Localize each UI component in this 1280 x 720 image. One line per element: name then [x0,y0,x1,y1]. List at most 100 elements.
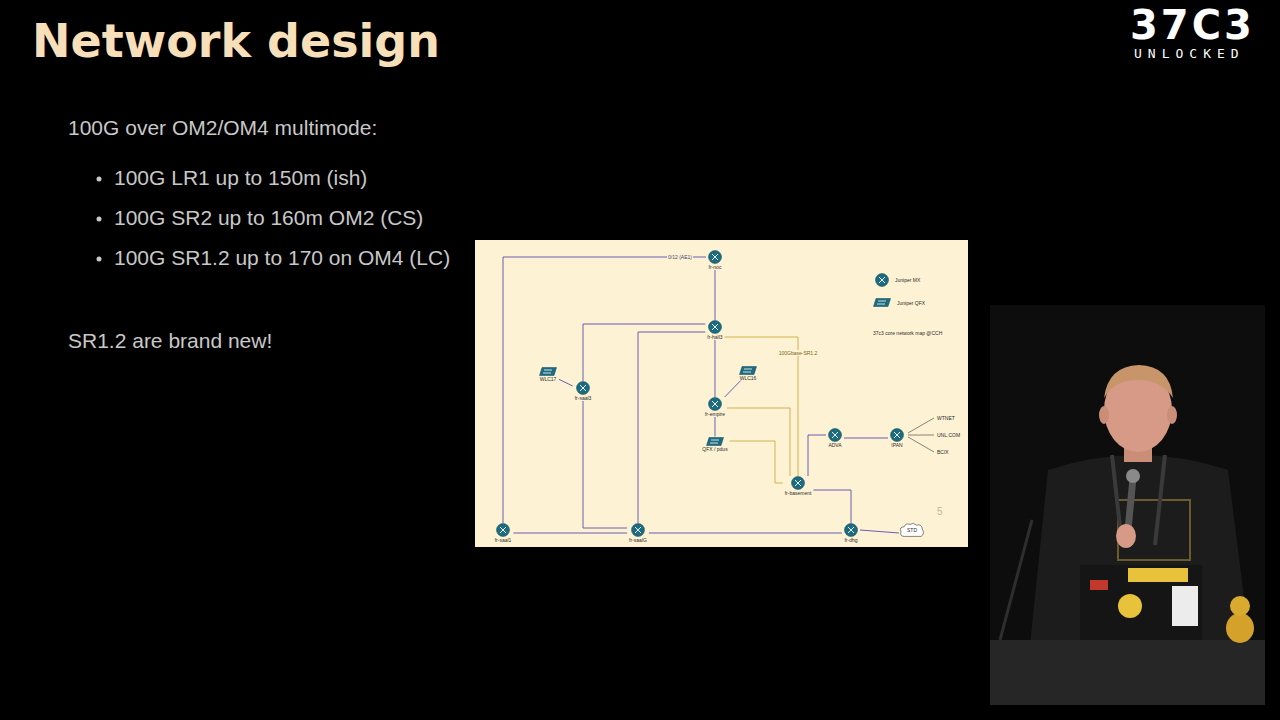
router-body [829,429,842,442]
switch-node: QFX / pdus [700,437,729,452]
bullet-dot [97,257,102,262]
switch-body [740,366,757,374]
slide-text: 100G over OM2/OM4 multimode: [68,116,377,140]
router-arrows [848,527,854,533]
router-arrows [894,432,900,438]
router-arrows [879,277,885,283]
microphone [1128,478,1133,530]
link-line [583,401,627,528]
router-icon [708,397,722,411]
switch-arrows [543,370,552,373]
router-node: fr-empire [703,397,727,417]
router-body [708,321,721,334]
router-node: ADVA [826,428,844,448]
router-arrows [832,432,838,438]
link-line [725,337,798,476]
router-node: fr-hall3 [705,320,724,340]
switch-icon [539,367,557,376]
logo-text: 37C3 [1130,2,1255,48]
uplink-line [908,437,934,452]
router-body [845,524,858,537]
legend-text: Juniper MX [895,277,920,283]
link-line [725,381,741,398]
switch-body [706,437,723,445]
router-node: fr-basement [783,476,814,496]
switch-node: WLC17 [537,367,559,382]
router-arrows [795,480,801,486]
router-body [709,251,722,264]
link-line [813,490,851,523]
switch-arrows [877,301,886,304]
node-label: fr-saal3 [575,395,592,401]
node-label: ADVA [828,442,841,448]
link-line [513,533,627,534]
switch-icon [739,366,757,375]
link-line [714,340,715,397]
link-line [559,379,573,386]
node-label: fr-dhg [844,537,857,543]
node-label: IPAN [891,442,902,448]
slide-text: SR1.2 are brand new! [68,329,272,353]
laptop [1080,565,1202,640]
legend-row: Juniper QFX [873,298,925,307]
speaker-ear [1167,406,1177,424]
link-line [844,438,888,439]
legend-text: Juniper QFX [897,300,925,306]
router-node: fr-saal1 [493,523,514,543]
node-label: fr-empire [705,411,725,417]
map-note: 37c3 core network map @CCH [873,330,942,336]
router-icon [708,250,722,264]
node-label: STD [899,522,925,538]
node-label: WLC17 [540,376,557,382]
bullet-text: 100G SR1.2 up to 170 on OM4 (LC) [114,242,459,274]
sticker [1118,594,1142,618]
slide-title: Network design [32,14,440,68]
logo-subtext: UNLOCKED [1134,46,1245,62]
sticker [1090,580,1108,590]
node-label: fr-saalG [629,537,647,543]
connector-layer [475,240,968,547]
router-node: fr-saal3 [573,381,594,401]
link-line [808,435,826,476]
node-label: fr-saal1 [495,537,512,543]
router-icon [828,428,842,442]
router-node: IPAN [888,428,906,448]
page-number: 5 [937,506,943,518]
link-line [583,324,705,381]
router-icon [844,523,858,537]
node-label: fr-basement [785,490,812,496]
switch-body [540,367,557,375]
router-node: fr-noc [706,250,724,270]
switch-icon [873,298,891,307]
uplink-line [908,435,934,436]
lucky-cat [1230,596,1250,616]
router-icon [576,381,590,395]
node-label: QFX / pdus [702,446,727,452]
router-icon [496,523,510,537]
switch-icon [706,437,724,446]
link-line [503,257,706,523]
speaker-shirt [1030,455,1250,645]
router-arrows [712,254,718,260]
link-line [714,270,715,320]
bullet-dot [97,217,102,222]
link-line [649,533,842,534]
legend-row: Juniper MX [875,273,920,287]
lucky-cat [1226,613,1254,643]
switch-body [874,299,891,307]
switch-arrows [710,440,719,443]
bullet-text: 100G LR1 up to 150m (ish) [114,166,367,190]
router-body [792,477,805,490]
router-body [708,398,721,411]
router-icon [875,273,889,287]
diagram-panel: 37c3 core network map @CCHWTNETUNL.COMBC… [475,240,968,547]
bullet-dot [97,177,102,182]
node-label: fr-noc [709,264,722,270]
upstream-name: UNL.COM [937,432,960,438]
router-body [577,382,590,395]
link-line [730,441,783,483]
photo-ground [990,305,1265,705]
router-icon [890,428,904,442]
speaker-ear [1099,406,1109,424]
